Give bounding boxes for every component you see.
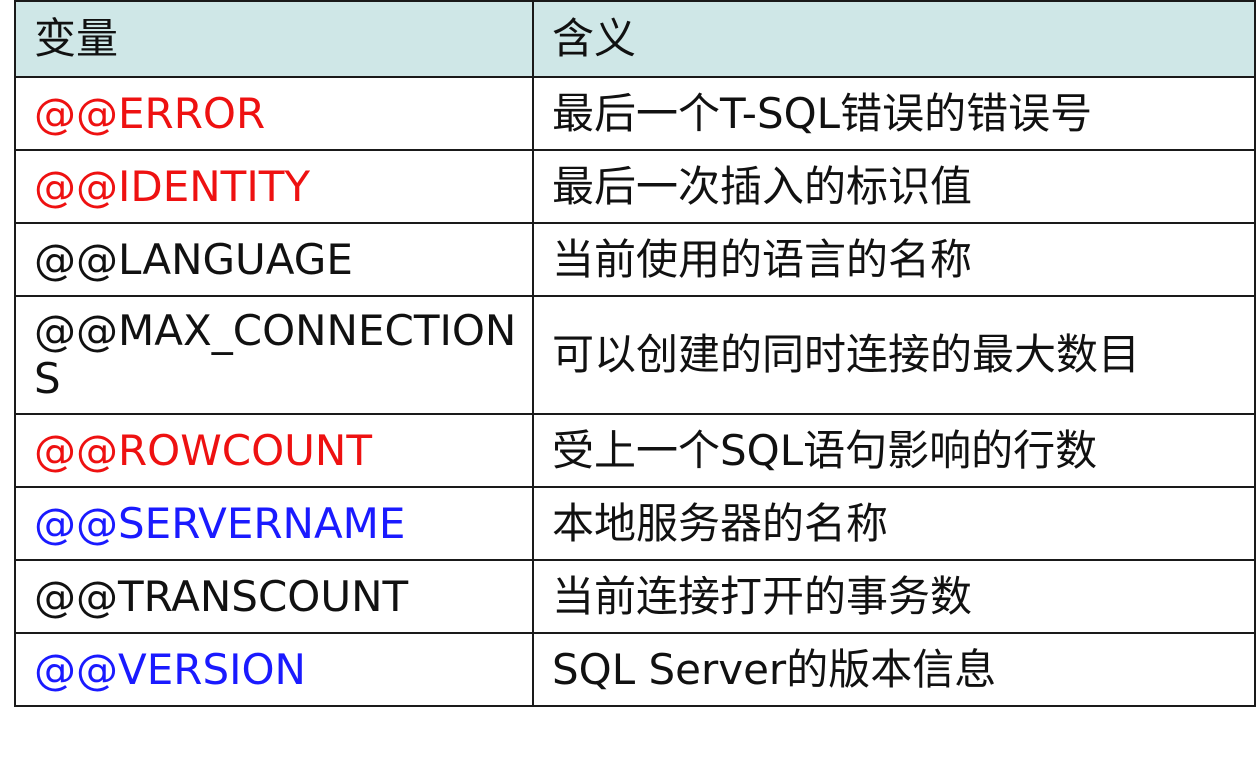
table-row: @@MAX_CONNECTIONS 可以创建的同时连接的最大数目 (14, 295, 1256, 415)
table-body: @@ERROR 最后一个T-SQL错误的错误号 @@IDENTITY 最后一次插… (14, 76, 1256, 707)
variable-cell: @@IDENTITY (14, 149, 534, 224)
header-meaning: 含义 (532, 0, 1256, 78)
variable-cell: @@ROWCOUNT (14, 413, 534, 488)
variable-cell: @@VERSION (14, 632, 534, 707)
table-row: @@TRANSCOUNT 当前连接打开的事务数 (14, 559, 1256, 634)
table-row: @@ROWCOUNT 受上一个SQL语句影响的行数 (14, 413, 1256, 488)
table-row: @@VERSION SQL Server的版本信息 (14, 632, 1256, 707)
meaning-cell: 当前连接打开的事务数 (532, 559, 1256, 634)
meaning-cell: 受上一个SQL语句影响的行数 (532, 413, 1256, 488)
meaning-cell: 可以创建的同时连接的最大数目 (532, 295, 1256, 415)
variable-cell: @@SERVERNAME (14, 486, 534, 561)
header-variable: 变量 (14, 0, 534, 78)
header-row: 变量 含义 (14, 0, 1256, 78)
table-row: @@LANGUAGE 当前使用的语言的名称 (14, 222, 1256, 297)
meaning-cell: 本地服务器的名称 (532, 486, 1256, 561)
global-variables-table: 变量 含义 @@ERROR 最后一个T-SQL错误的错误号 @@IDENTITY… (14, 0, 1256, 707)
table-row: @@IDENTITY 最后一次插入的标识值 (14, 149, 1256, 224)
variable-cell: @@LANGUAGE (14, 222, 534, 297)
meaning-cell: 当前使用的语言的名称 (532, 222, 1256, 297)
meaning-cell: SQL Server的版本信息 (532, 632, 1256, 707)
table-row: @@SERVERNAME 本地服务器的名称 (14, 486, 1256, 561)
table-row: @@ERROR 最后一个T-SQL错误的错误号 (14, 76, 1256, 151)
variable-cell: @@TRANSCOUNT (14, 559, 534, 634)
variable-cell: @@ERROR (14, 76, 534, 151)
table-header: 变量 含义 (14, 0, 1256, 78)
variable-cell: @@MAX_CONNECTIONS (14, 295, 534, 415)
meaning-cell: 最后一次插入的标识值 (532, 149, 1256, 224)
meaning-cell: 最后一个T-SQL错误的错误号 (532, 76, 1256, 151)
